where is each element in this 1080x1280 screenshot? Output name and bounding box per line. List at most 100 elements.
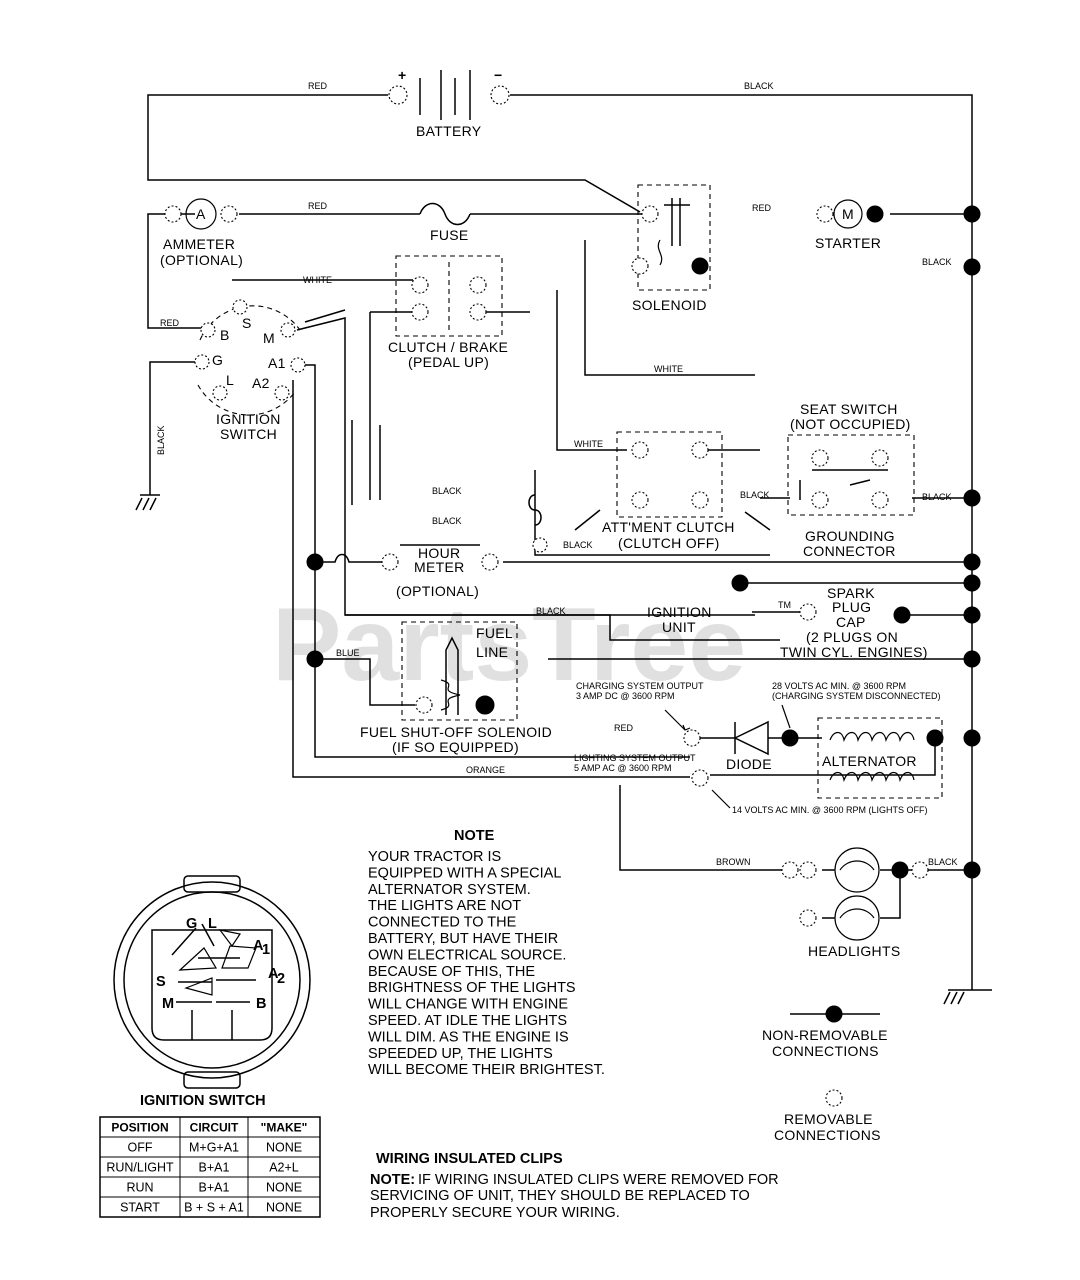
spark-plug-label: SPARK (827, 585, 875, 601)
terminal-b: B (220, 327, 230, 343)
wire-red-2: RED (308, 201, 328, 211)
clips-line-2: SERVICING OF UNIT, THEY SHOULD BE REPLAC… (370, 1188, 750, 1204)
fuel-line-label-2: LINE (476, 644, 508, 660)
starter-label: STARTER (815, 235, 881, 251)
switch-face-a2: A (268, 966, 279, 982)
switch-face-g: G (186, 916, 197, 932)
wire-white-3: WHITE (574, 439, 603, 449)
spark-plug-label-2: PLUG (832, 599, 871, 615)
headlights-label: HEADLIGHTS (808, 943, 900, 959)
legend-non-removable-2: CONNECTIONS (772, 1043, 879, 1059)
starter-symbol: M (842, 206, 854, 222)
note-line: BATTERY, BUT HAVE THEIR (368, 931, 558, 947)
wire-black-3: BLACK (432, 486, 462, 496)
table-cell: RUN (126, 1181, 153, 1195)
spark-plug-label-4: (2 PLUGS ON (806, 629, 898, 645)
terminal-g: G (212, 352, 223, 368)
fuel-solenoid-symbol (415, 636, 495, 715)
grounding-connector-label: GROUNDING (805, 528, 895, 544)
table-header: "MAKE" (261, 1121, 308, 1135)
table-cell: RUN/LIGHT (106, 1161, 174, 1175)
ignition-unit-label-2: UNIT (662, 619, 696, 635)
terminal-a1: A1 (268, 355, 286, 371)
alternator-spec-2: (CHARGING SYSTEM DISCONNECTED) (772, 691, 941, 701)
terminal-l: L (226, 372, 234, 388)
solenoid-label: SOLENOID (632, 297, 707, 313)
component-boxes (395, 184, 943, 799)
table-cell: M+G+A1 (189, 1141, 239, 1155)
battery-symbol (388, 70, 510, 120)
wire-red-3: RED (752, 203, 772, 213)
note-line: SPEED. AT IDLE THE LIGHTS (368, 1013, 567, 1029)
ignition-switch-label-2: SWITCH (220, 426, 277, 442)
wire-white-2: WHITE (654, 364, 683, 374)
clips-note-label: NOTE: (370, 1172, 415, 1188)
wire-black-1: BLACK (744, 81, 774, 91)
switch-face-l: L (208, 916, 217, 932)
switch-face-s: S (156, 974, 166, 990)
lighting-spec: LIGHTING SYSTEM OUTPUT (574, 753, 696, 763)
charging-spec: CHARGING SYSTEM OUTPUT (576, 681, 704, 691)
note-line: WILL BECOME THEIR BRIGHTEST. (368, 1062, 605, 1078)
wire-red-1: RED (308, 81, 328, 91)
wire-black-2: BLACK (922, 257, 952, 267)
wire-black-ground: BLACK (156, 425, 166, 455)
fuel-solenoid-label: FUEL SHUT-OFF SOLENOID (360, 724, 552, 740)
fuse-label: FUSE (430, 227, 469, 243)
note-line: YOUR TRACTOR IS (368, 849, 501, 865)
legend-removable: REMOVABLE (784, 1111, 873, 1127)
lights-off-spec: 14 VOLTS AC MIN. @ 3600 RPM (LIGHTS OFF) (732, 805, 928, 815)
clutch-brake-sublabel: (PEDAL UP) (408, 354, 489, 370)
table-cell: B + S + A1 (184, 1201, 244, 1215)
hour-meter-optional: (OPTIONAL) (396, 583, 479, 599)
switch-face-a2-sub: 2 (277, 971, 285, 987)
ignition-unit-label: IGNITION (647, 604, 712, 620)
ignition-switch-face (113, 875, 311, 1089)
wire-orange: ORANGE (466, 765, 505, 775)
wire-red-5: RED (614, 723, 634, 733)
clutch-brake-label: CLUTCH / BRAKE (388, 339, 508, 355)
table-cell: NONE (266, 1141, 302, 1155)
watermark: PartsTree (272, 587, 746, 703)
spark-plug-label-3: CAP (836, 614, 866, 630)
ignition-switch-symbol (194, 299, 306, 416)
terminal-s: S (242, 315, 252, 331)
table-cell: OFF (128, 1141, 153, 1155)
wire-black-4: BLACK (432, 516, 462, 526)
note-line: EQUIPPED WITH A SPECIAL (368, 865, 561, 881)
diode-label: DIODE (726, 756, 772, 772)
table-cell: B+A1 (199, 1181, 230, 1195)
clips-line-3: PROPERLY SECURE YOUR WIRING. (370, 1205, 620, 1221)
trademark: TM (778, 600, 791, 610)
fuel-solenoid-sublabel: (IF SO EQUIPPED) (392, 739, 519, 755)
grounding-connector-label-2: CONNECTOR (803, 543, 896, 559)
note-line: WILL DIM. AS THE ENGINE IS (368, 1029, 569, 1045)
table-cell: NONE (266, 1201, 302, 1215)
solenoid-symbol (631, 198, 709, 275)
spark-plug-label-5: TWIN CYL. ENGINES) (780, 644, 928, 660)
table-header: CIRCUIT (190, 1121, 239, 1135)
ammeter-symbol: A (196, 206, 206, 222)
legend-removable-2: CONNECTIONS (774, 1127, 881, 1143)
ammeter-optional: (OPTIONAL) (160, 252, 243, 268)
charging-spec-2: 3 AMP DC @ 3600 RPM (576, 691, 675, 701)
note-line: ALTERNATOR SYSTEM. (368, 882, 531, 898)
legend-open-dot (825, 1089, 843, 1107)
clips-line-1: IF WIRING INSULATED CLIPS WERE REMOVED F… (418, 1172, 779, 1188)
note-line: CONNECTED TO THE (368, 915, 517, 931)
wire-black-6: BLACK (922, 492, 952, 502)
terminal-m: M (263, 330, 275, 346)
attment-clutch-label: ATT'MENT CLUTCH (602, 519, 735, 535)
note-line: BRIGHTNESS OF THE LIGHTS (368, 980, 576, 996)
note-line: THE LIGHTS ARE NOT (368, 898, 521, 914)
junction-dots (306, 205, 981, 879)
wire-black-5: BLACK (740, 490, 770, 500)
alternator-spec: 28 VOLTS AC MIN. @ 3600 RPM (772, 681, 906, 691)
hour-meter-label: HOUR (418, 545, 460, 561)
terminal-a2: A2 (252, 375, 270, 391)
note-title: NOTE (454, 828, 495, 844)
legend-filled-dot (825, 1005, 843, 1023)
